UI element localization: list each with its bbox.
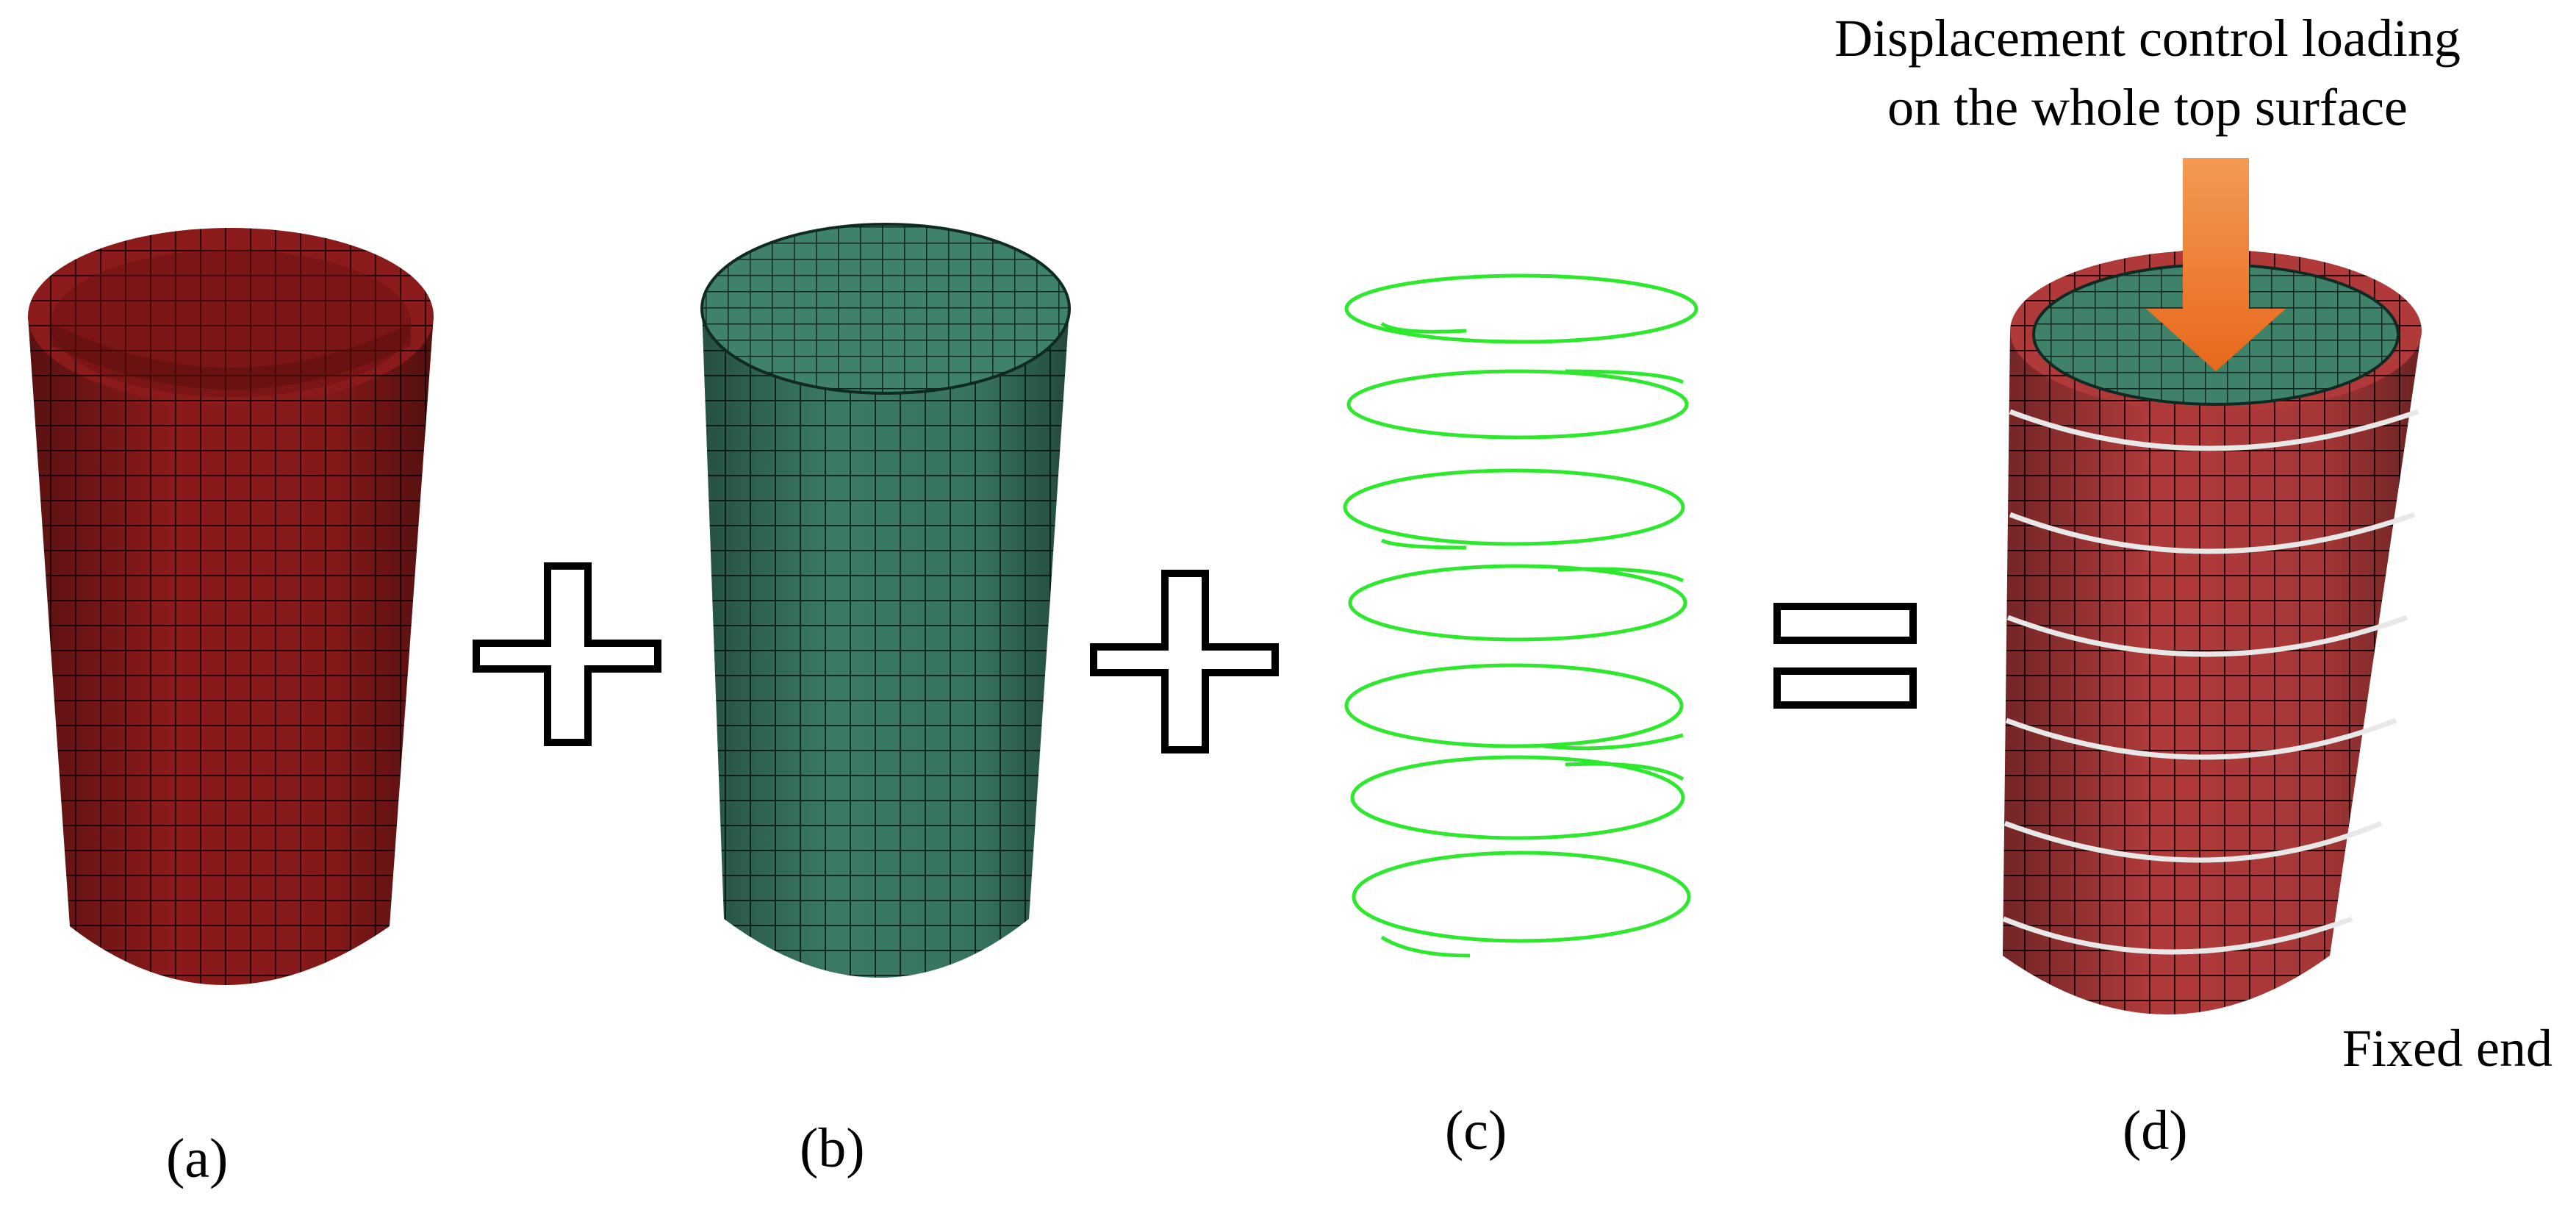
- panel-label-b: (b): [800, 1117, 865, 1179]
- panel-label-d: (d): [2123, 1100, 2188, 1161]
- helix-c: [1343, 273, 1698, 958]
- plus-operator-1: [473, 562, 661, 746]
- loading-annotation-line1: Displacement control loading: [1834, 9, 2461, 68]
- equals-operator: [1773, 603, 1917, 709]
- loading-arrow: [2146, 158, 2286, 371]
- panel-label-c: (c): [1445, 1100, 1507, 1161]
- loading-annotation-line2: on the whole top surface: [1887, 78, 2408, 137]
- plus-operator-2: [1090, 570, 1279, 753]
- fixed-end-annotation: Fixed end: [2342, 1019, 2552, 1078]
- cylinder-b: [700, 223, 1071, 978]
- tube-a: [28, 228, 434, 985]
- panel-label-a: (a): [166, 1128, 229, 1189]
